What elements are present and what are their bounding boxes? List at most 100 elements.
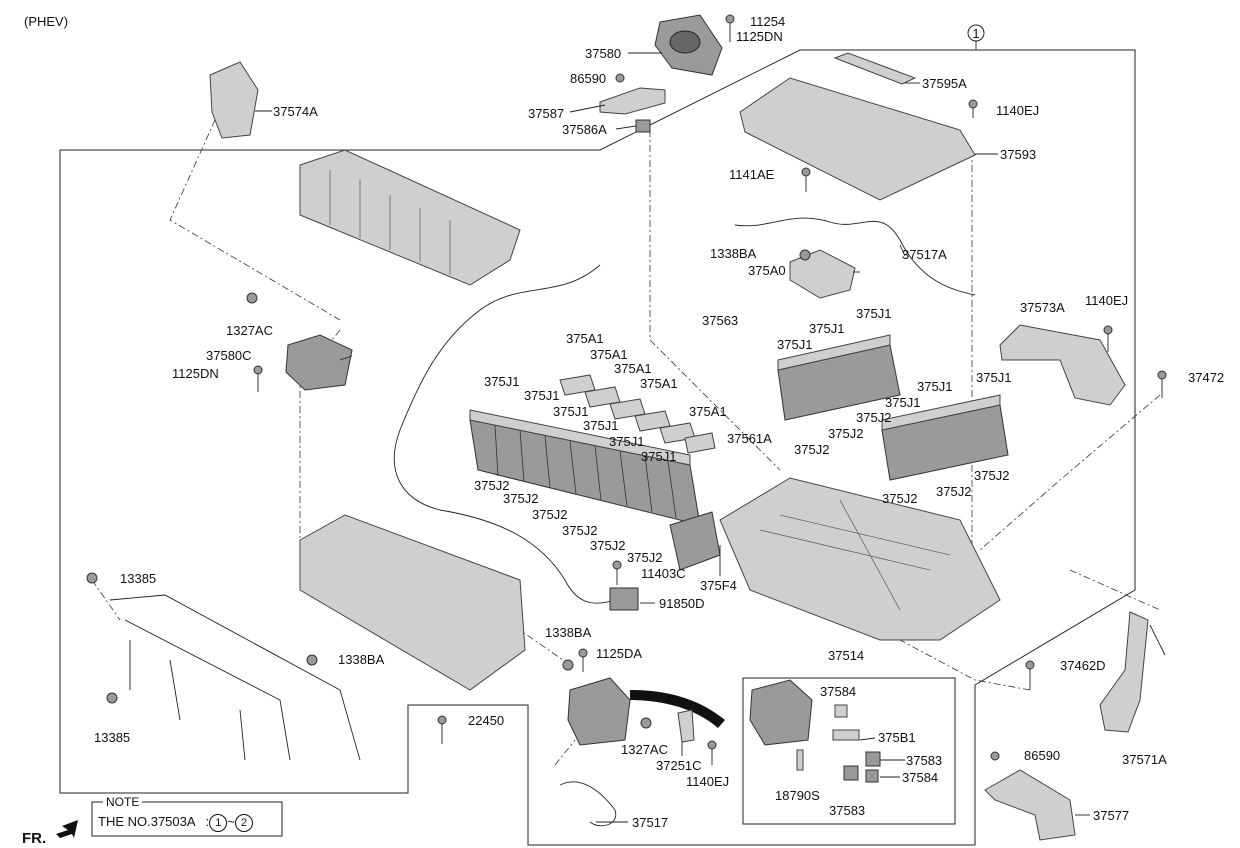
battery-module-row-left (469, 409, 701, 526)
upper-plate-37593 (739, 77, 976, 201)
label-375J1: 375J1 (583, 418, 618, 433)
label-37584: 37584 (820, 684, 856, 699)
junction-block-detail (749, 679, 813, 746)
note-range-start: 1 (209, 814, 228, 832)
label-375J2: 375J2 (627, 550, 662, 565)
clip-37586A (635, 119, 651, 133)
label-37251C: 37251C (656, 758, 702, 773)
front-arrow-icon (56, 820, 78, 838)
label-37577: 37577 (1093, 808, 1129, 823)
bolt-86590 (615, 73, 625, 83)
label-86590: 86590 (1024, 748, 1060, 763)
note-range-tilde: ~ (227, 814, 235, 829)
label-37514: 37514 (828, 648, 864, 663)
relay-37584-a (834, 704, 848, 718)
duct-37574A (209, 61, 259, 139)
label-375J1: 375J1 (917, 379, 952, 394)
label-1140EJ: 1140EJ (1085, 293, 1128, 308)
note-separator: : (205, 814, 210, 829)
sub-assembly-37514-frame (742, 677, 956, 825)
relay-37583-a (865, 751, 881, 767)
fuse-18790S (796, 749, 804, 771)
harness-37517 (559, 781, 617, 827)
relay-37584-b (865, 769, 879, 783)
label-1327AC: 1327AC (226, 323, 273, 338)
label-37462D: 37462D (1060, 658, 1106, 673)
connector-91850D (609, 587, 639, 611)
fuse-375B1 (832, 729, 860, 741)
duct-37577 (984, 769, 1076, 841)
label-375J1: 375J1 (553, 404, 588, 419)
label-37595A: 37595A (922, 76, 967, 91)
mounting-frame (109, 594, 361, 761)
label-37561A: 37561A (727, 431, 772, 446)
note-box (91, 801, 283, 837)
label-1125DA: 1125DA (596, 646, 642, 661)
label-375J2: 375J2 (503, 491, 538, 506)
bracket-37587 (599, 87, 666, 115)
note-text: THE NO.37503A :1~2 (98, 814, 253, 832)
harness-37517A (734, 217, 976, 296)
label-375F4: 375F4 (700, 578, 737, 593)
label-375J2: 375J2 (474, 478, 509, 493)
label-1338BA: 1338BA (338, 652, 385, 667)
label-1125DN: 1125DN (172, 366, 219, 381)
label-375J1: 375J1 (484, 374, 519, 389)
label-37517A: 37517A (902, 247, 947, 262)
variant-label: (PHEV) (24, 14, 69, 29)
pointer-wedge (630, 690, 725, 728)
label-375J2: 375J2 (562, 523, 597, 538)
label-375A1: 375A1 (566, 331, 604, 346)
label-375J1: 375J1 (809, 321, 844, 336)
label-375J2: 375J2 (794, 442, 829, 457)
label-375A1: 375A1 (614, 361, 652, 376)
part-labels: 11254 1125DN 37580 86590 37587 37586A 37… (94, 14, 1224, 830)
label-375J2: 375J2 (936, 484, 971, 499)
label-1338BA: 1338BA (710, 246, 757, 261)
module-375A0 (789, 249, 856, 299)
label-375J1: 375J1 (524, 388, 559, 403)
note-text-prefix: THE NO.37503A (98, 814, 195, 829)
label-11403C: 11403C (641, 566, 686, 581)
battery-module-lower-right (881, 394, 1009, 481)
bolts (86, 14, 1167, 765)
label-11254: 11254 (750, 14, 785, 29)
label-37587: 37587 (528, 106, 564, 121)
label-1338BA: 1338BA (545, 625, 592, 640)
top-cover-shield (299, 149, 521, 286)
label-37586A: 37586A (562, 122, 607, 137)
assembly-dash-lines (91, 119, 1161, 766)
label-37573A: 37573A (1020, 300, 1065, 315)
label-37580C: 37580C (206, 348, 252, 363)
label-37584: 37584 (902, 770, 938, 785)
label-375J1: 375J1 (885, 395, 920, 410)
label-375J1: 375J1 (641, 449, 676, 464)
front-indicator: FR. (22, 830, 47, 847)
label-375J1: 375J1 (777, 337, 812, 352)
label-13385: 13385 (94, 730, 130, 745)
label-375J2: 375J2 (532, 507, 567, 522)
label-1327AC: 1327AC (621, 742, 668, 757)
label-37517: 37517 (632, 815, 668, 830)
rail-37595A (833, 52, 917, 85)
main-harness (393, 264, 621, 604)
label-375J2: 375J2 (856, 410, 891, 425)
label-1140EJ: 1140EJ (996, 103, 1039, 118)
label-37571A: 37571A (1122, 752, 1167, 767)
label-1141AE: 1141AE (729, 167, 775, 182)
label-375A1: 375A1 (640, 376, 678, 391)
label-1125DN: 1125DN (736, 29, 783, 44)
battery-tray (719, 477, 1001, 641)
label-37574A: 37574A (273, 104, 318, 119)
duct-37571A (1099, 611, 1149, 733)
label-37583: 37583 (906, 753, 942, 768)
label-375J2: 375J2 (590, 538, 625, 553)
label-18790S: 18790S (775, 788, 820, 803)
bus-bars-375A1 (559, 374, 716, 454)
label-375J1: 375J1 (856, 306, 891, 321)
label-1140EJ: 1140EJ (686, 774, 729, 789)
label-37580: 37580 (585, 46, 621, 61)
main-frame (59, 49, 1136, 846)
label-13385: 13385 (120, 571, 156, 586)
